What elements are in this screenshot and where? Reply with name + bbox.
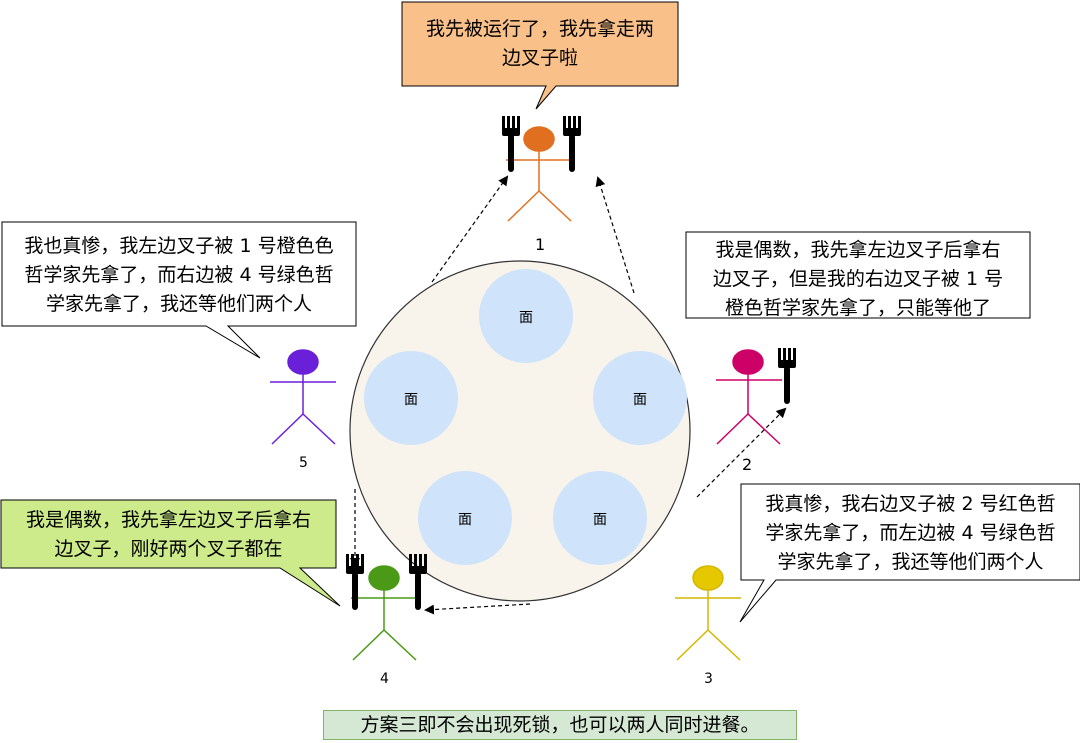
plate-label: 面 [633,392,647,408]
speech-bubble-p2 [685,231,1031,319]
arrow-p4-right [424,603,531,615]
plate-left: 面 [364,351,458,445]
bubble-line: 学家先拿了，我还等他们两个人 [45,293,312,315]
plate-label: 面 [593,512,607,528]
plate-label: 面 [404,392,418,408]
philosopher-number-4: 4 [380,671,389,687]
bubble-line: 学家先拿了，我还等他们两个人 [777,551,1044,573]
diagram-caption: 方案三即不会出现死锁，也可以两人同时进餐。 [323,710,797,740]
bubble-text-p4: 我是偶数，我先拿左边叉子后拿右 边叉子，刚好两个叉子都在 [1,506,336,564]
bubble-text-p3: 我真惨，我右边叉子被 2 号红色哲 学家先拿了，而左边被 4 号绿色哲 学家先拿… [741,490,1080,577]
fork-icon [778,348,796,404]
philosopher-number-2: 2 [742,455,753,474]
plate-label: 面 [519,310,533,326]
philosopher-4 [351,565,417,661]
speech-bubble-p5 [1,221,357,359]
bubble-line: 我也真惨，我左边叉子被 1 号橙色色 [24,235,334,257]
bubble-line: 哲学家先拿了，而右边被 4 号绿色哲 [24,264,334,286]
fork-icon [502,116,520,172]
philosopher-3 [675,565,741,661]
bubble-text-p1: 我先被运行了，我先拿走两 边叉子啦 [402,15,678,73]
plate-label: 面 [458,512,472,528]
arrow-p1-left [431,175,509,283]
arrow-p1-right [595,176,635,294]
plate-bottom-left: 面 [418,471,512,565]
bubble-line: 我是偶数，我先拿左边叉子后拿右 [715,239,1001,261]
philosopher-5 [270,349,336,445]
bubble-line: 我先被运行了，我先拿走两 [425,18,654,40]
bubble-line: 边叉子，但是我的右边叉子被 1 号 [712,268,1004,290]
bubble-line: 边叉子，刚好两个叉子都在 [54,538,283,560]
bubble-line: 学家先拿了，而左边被 4 号绿色哲 [765,522,1056,544]
bubble-text-p5: 我也真惨，我左边叉子被 1 号橙色色 哲学家先拿了，而右边被 4 号绿色哲 学家… [2,232,356,319]
plate-bottom-right: 面 [553,471,647,565]
speech-bubble-p4 [0,499,341,607]
philosopher-number-1: 1 [535,235,546,254]
philosopher-number-5: 5 [299,455,308,471]
bubble-line: 边叉子啦 [501,47,578,69]
plate-top: 面 [479,269,573,363]
bubble-line: 我是偶数，我先拿左边叉子后拿右 [25,509,311,531]
philosopher-number-3: 3 [704,671,713,687]
bubble-text-p2: 我是偶数，我先拿左边叉子后拿右 边叉子，但是我的右边叉子被 1 号 橙色哲学家先… [686,236,1030,323]
philosopher-1 [506,126,572,222]
fork-icon [563,116,581,172]
bubble-line: 我真惨，我右边叉子被 2 号红色哲 [765,493,1056,515]
speech-bubble-p3 [739,483,1080,623]
plate-right: 面 [593,351,687,445]
philosopher-2 [716,349,782,445]
bubble-line: 橙色哲学家先拿了，只能等他了 [724,297,991,319]
speech-bubble-p1 [401,1,679,110]
fork-acquisition-arrows [350,175,787,615]
